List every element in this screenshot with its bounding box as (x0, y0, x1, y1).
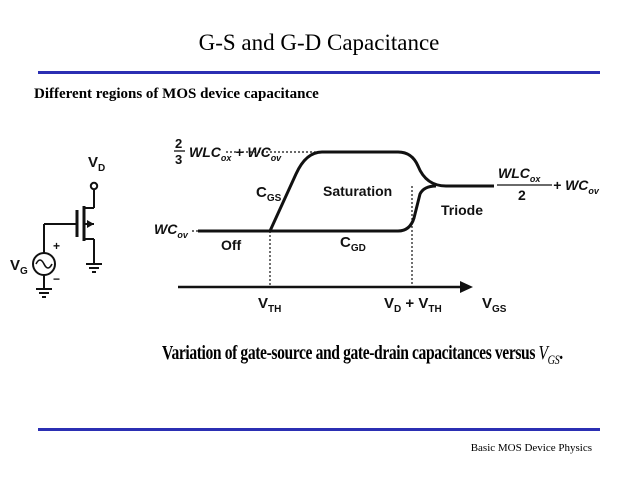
vgs-axis-label: VGS (482, 295, 507, 315)
graph-axes (178, 151, 463, 289)
capacitance-curves (198, 150, 494, 233)
mid-level-label: WLCox 2 + WCov (497, 165, 600, 203)
slide-title: G-S and G-D Capacitance (198, 30, 440, 55)
slide-subtitle: Different regions of MOS device capacita… (34, 86, 319, 102)
top-level-label: 2 3 WLCox + WCov (174, 136, 282, 167)
cgs-curve (198, 150, 494, 233)
triode-label: Triode (441, 202, 483, 218)
vd-plus-vth-tick-label: VD + VTH (384, 295, 442, 315)
drain-terminal-icon (89, 181, 99, 191)
bottom-divider (38, 428, 600, 431)
saturation-label: Saturation (323, 183, 392, 199)
svg-text:2: 2 (518, 187, 526, 203)
off-label: Off (221, 237, 242, 253)
mos-circuit (32, 181, 102, 298)
cgd-label: CGD (340, 234, 366, 254)
vth-tick-label: VTH (258, 295, 281, 315)
cgs-label: CGS (256, 184, 282, 204)
drain-label: VD (88, 154, 105, 174)
plus-sign: + (53, 239, 60, 253)
footer-text: Basic MOS Device Physics (470, 442, 592, 454)
svg-text:WLCox: WLCox (498, 165, 541, 184)
svg-text:3: 3 (175, 152, 182, 167)
cgd-curve (270, 184, 437, 233)
svg-text:WLCox + WCov: WLCox + WCov (189, 144, 282, 163)
vgs-axis-arrow-icon (460, 281, 473, 293)
gate-voltage-label: VG (10, 257, 28, 277)
minus-sign: − (53, 272, 60, 286)
top-divider (38, 71, 600, 74)
low-level-label: WCov (154, 221, 189, 240)
sine-icon (35, 259, 53, 269)
arrow-icon (87, 220, 94, 228)
figure-caption: Variation of gate-source and gate-drain … (162, 342, 563, 367)
svg-text:+ WCov: + WCov (553, 177, 600, 196)
svg-text:2: 2 (175, 136, 182, 151)
